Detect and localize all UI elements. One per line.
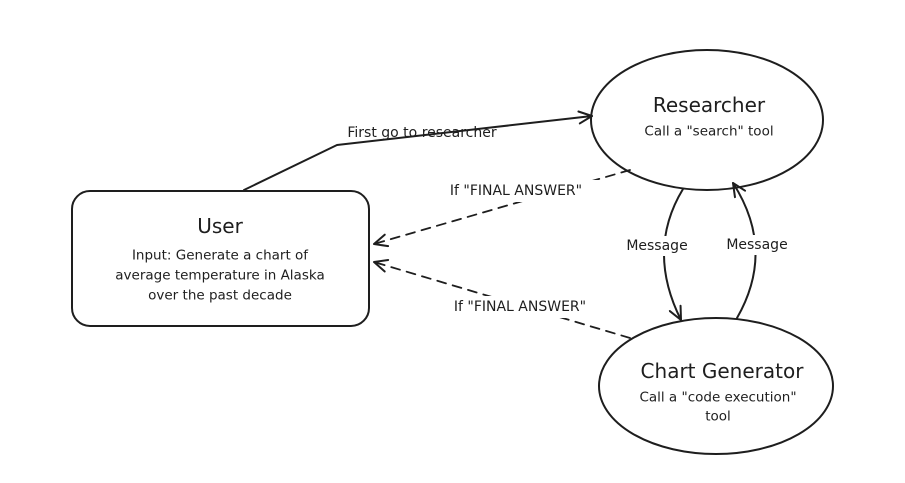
researcher-node-ellipse: [590, 49, 824, 191]
edge-label-final-answer-top: If "FINAL ANSWER": [449, 183, 583, 199]
researcher-node-title: Researcher: [652, 93, 766, 117]
edge-label-message-up: Message: [726, 237, 788, 253]
user-node-description-line-1: Input: Generate a chart of: [131, 247, 309, 264]
researcher-node-description: Call a "search" tool: [644, 123, 774, 140]
edge-label-final-answer-bottom: If "FINAL ANSWER": [453, 299, 587, 315]
chart-generator-node-description-line-1: Call a "code execution": [639, 389, 797, 406]
user-node-description-line-2: average temperature in Alaska: [115, 267, 325, 284]
edge-label-first-go-to-researcher: First go to researcher: [347, 125, 497, 141]
user-node-box: [71, 190, 370, 327]
user-node-description-line-3: over the past decade: [148, 287, 292, 304]
edge-researcher-to-user: [373, 169, 631, 248]
edge-label-message-down: Message: [626, 238, 688, 254]
edge-user-to-researcher: [243, 110, 593, 191]
chart-generator-node-ellipse: [598, 317, 834, 455]
user-node-title: User: [197, 214, 243, 238]
chart-generator-node-description-line-2: tool: [705, 408, 731, 425]
chart-generator-node-title: Chart Generator: [640, 359, 804, 383]
